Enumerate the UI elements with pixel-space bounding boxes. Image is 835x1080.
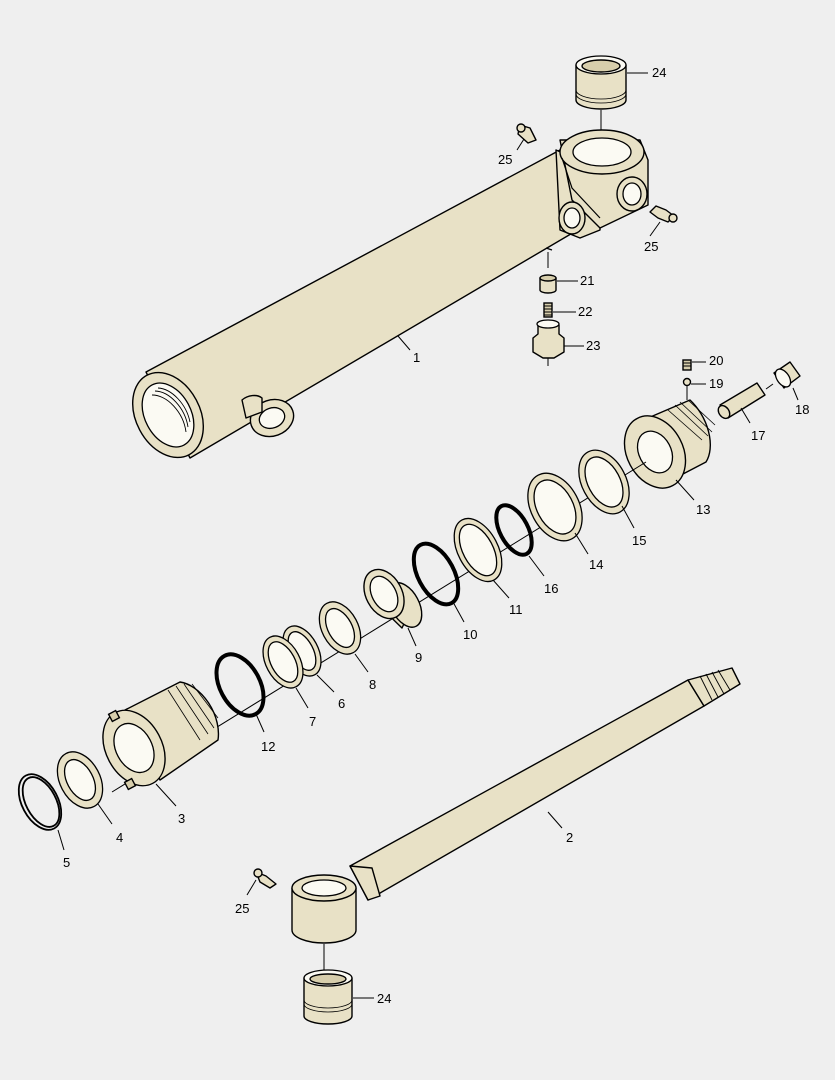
- callout-label: 10: [463, 627, 477, 642]
- callout-label: 8: [369, 677, 376, 692]
- o-ring-16: [494, 503, 534, 557]
- callout-10: 10: [452, 601, 477, 642]
- wiper-4: [56, 751, 104, 809]
- sleeve-9: [363, 568, 423, 629]
- callout-8: 8: [354, 653, 376, 692]
- callout-7: 7: [295, 687, 316, 729]
- callout-5: 5: [57, 829, 70, 870]
- callout-label: 20: [709, 353, 723, 368]
- o-ring-12: [214, 652, 266, 718]
- callout-9: 9: [407, 627, 422, 665]
- callout-22: 22: [553, 304, 592, 319]
- callout-label: 18: [795, 402, 809, 417]
- callout-6: 6: [316, 674, 345, 711]
- spring-22: [543, 302, 553, 318]
- callout-18: 18: [792, 387, 809, 417]
- wear-ring-14: [527, 472, 583, 542]
- callout-label: 14: [589, 557, 603, 572]
- bushing-24-bottom: [303, 969, 353, 1025]
- grease-fitting-25-b: [649, 205, 678, 223]
- callout-label: 25: [498, 152, 512, 167]
- piston-rod-2: [291, 667, 741, 972]
- gland-3: [102, 681, 220, 791]
- callout-label: 13: [696, 502, 710, 517]
- callout-label: 24: [377, 991, 391, 1006]
- callout-label: 12: [261, 739, 275, 754]
- callout-label: 1: [413, 350, 420, 365]
- callout-25-c: 25: [235, 879, 257, 916]
- callout-label: 19: [709, 376, 723, 391]
- set-screw-20: [682, 359, 692, 371]
- callout-label: 9: [415, 650, 422, 665]
- callout-label: 23: [586, 338, 600, 353]
- callout-label: 7: [309, 714, 316, 729]
- pin-17: [717, 382, 774, 420]
- callout-15: 15: [621, 505, 646, 548]
- callout-label: 6: [338, 696, 345, 711]
- callout-label: 2: [566, 830, 573, 845]
- callout-label: 25: [644, 239, 658, 254]
- plug-21: [539, 274, 557, 294]
- callout-25-b: 25: [644, 221, 661, 254]
- seal-15: [578, 449, 630, 515]
- valve-body-23: [532, 319, 565, 366]
- backup-ring-11: [453, 517, 503, 583]
- o-ring-10: [411, 541, 461, 607]
- callout-23: 23: [564, 338, 600, 353]
- callout-label: 21: [580, 273, 594, 288]
- callout-14: 14: [574, 532, 603, 572]
- callout-25-a: 25: [498, 138, 525, 167]
- callout-24-bottom: 24: [353, 991, 391, 1006]
- callout-16: 16: [528, 555, 558, 596]
- piston-13: [623, 399, 716, 489]
- seal-7: [262, 635, 304, 689]
- callout-3: 3: [155, 783, 185, 826]
- callout-label: 3: [178, 811, 185, 826]
- callout-label: 5: [63, 855, 70, 870]
- grease-fitting-25-a: [516, 123, 537, 144]
- callout-11: 11: [492, 579, 523, 617]
- callout-4: 4: [97, 803, 123, 845]
- ball-19: [682, 377, 692, 400]
- callout-label: 25: [235, 901, 249, 916]
- callout-label: 17: [751, 428, 765, 443]
- callout-label: 15: [632, 533, 646, 548]
- grease-fitting-25-c: [253, 868, 277, 889]
- callout-label: 11: [509, 602, 523, 617]
- callout-label: 16: [544, 581, 558, 596]
- callout-12: 12: [255, 713, 275, 754]
- callout-label: 24: [652, 65, 666, 80]
- callout-label: 22: [578, 304, 592, 319]
- callout-2: 2: [547, 811, 573, 845]
- cap-18: [773, 361, 801, 389]
- callout-1: 1: [397, 335, 420, 365]
- callout-17: 17: [740, 407, 765, 443]
- cylinder-barrel-1: [132, 129, 649, 459]
- seal-8: [318, 601, 362, 655]
- callout-13: 13: [675, 479, 710, 517]
- callout-20: 20: [692, 353, 723, 368]
- callout-24-top: 24: [627, 65, 666, 80]
- callout-21: 21: [557, 273, 594, 288]
- snap-ring-5: [17, 773, 63, 831]
- callout-label: 4: [116, 830, 123, 845]
- callout-19: 19: [691, 376, 723, 391]
